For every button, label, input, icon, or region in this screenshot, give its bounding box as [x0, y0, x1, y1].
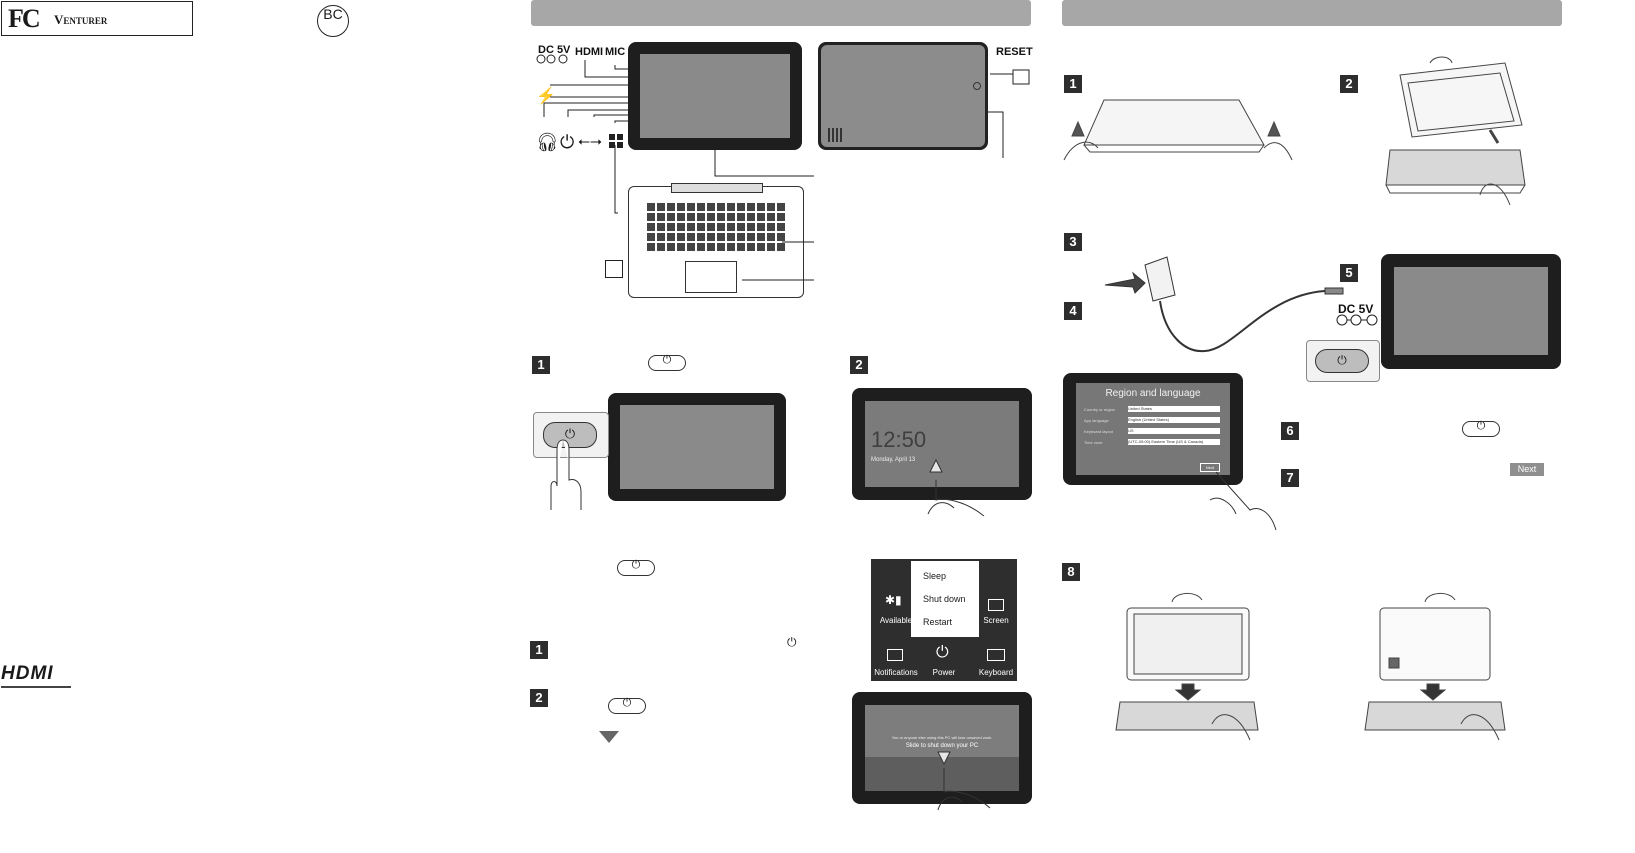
tablet-slide-to-shutdown: You or anyone else using this PC will lo…: [852, 692, 1032, 804]
dc-polarity-icon: [1336, 314, 1378, 326]
slide-warning: You or anyone else using this PC will lo…: [891, 735, 993, 740]
step-number: 2: [1340, 75, 1358, 93]
windows-icon: [609, 134, 623, 148]
tablet-region-setup: Region and language Country or region Un…: [1063, 373, 1243, 485]
charm-power-menu: Sleep Shut down Restart ✱▮ Available Scr…: [871, 559, 1017, 681]
slide-instruction[interactable]: Slide to shut down your PC: [905, 743, 979, 749]
dc-port-label: DC 5V: [538, 44, 571, 56]
headphone-icon: 🎧︎: [536, 132, 559, 152]
menu-item-sleep[interactable]: Sleep: [923, 571, 947, 581]
region-field-select[interactable]: United States: [1128, 406, 1220, 412]
bc-mark: BC: [317, 5, 349, 37]
hdmi-logo: HDMI: [1, 663, 71, 688]
tap-finger-icon: [1209, 471, 1277, 531]
step-number: 3: [1064, 233, 1082, 251]
next-button[interactable]: Next: [1510, 463, 1544, 476]
step-number: 4: [1064, 302, 1082, 320]
step-number: 1: [1064, 75, 1082, 93]
network-icon: ✱▮: [885, 593, 902, 607]
tablet-dock-illustration: [1385, 56, 1526, 206]
step-number: 2: [530, 689, 548, 707]
lock-date: Monday, April 13: [871, 457, 916, 463]
reset-callout: [987, 69, 1030, 158]
notifications-icon: [887, 649, 903, 661]
section-header-bar-left: [531, 0, 1031, 26]
power-icon[interactable]: ⏻: [936, 644, 949, 661]
step-number: 7: [1281, 469, 1299, 487]
tile-label-notifications: Notifications: [874, 668, 918, 677]
tablet-lock-screen: 12:50 Monday, April 13: [852, 388, 1032, 500]
swipe-down-finger-icon: [937, 751, 991, 811]
dc-input-label: DC 5V: [1338, 302, 1374, 316]
power-press-callout: ⏻: [533, 412, 609, 458]
tile-label-power[interactable]: Power: [932, 668, 956, 677]
region-field-label: App language: [1084, 418, 1109, 423]
tablet-charging: [1381, 254, 1561, 369]
menu-item-restart[interactable]: Restart: [923, 617, 953, 627]
region-next-button[interactable]: Next: [1200, 463, 1220, 472]
mic-label: MIC: [605, 46, 626, 58]
power-icon: ⏻: [787, 635, 797, 649]
region-field-select[interactable]: English (United States): [1128, 417, 1220, 423]
region-field-label: Keyboard layout: [1084, 429, 1113, 434]
swipe-up-finger-icon: [927, 458, 985, 517]
lock-time: 12:50: [871, 427, 927, 452]
keyboard-icon: [987, 649, 1005, 661]
step-number: 8: [1062, 563, 1080, 581]
power-menu-popup: Sleep Shut down Restart: [911, 561, 979, 637]
section-header-bar-right: [1062, 0, 1562, 26]
region-field-label: Country or region: [1084, 407, 1115, 412]
fcc-box: FC Venturer: [1, 1, 193, 36]
charger-illustration: [1104, 256, 1344, 353]
bc-label: BC: [323, 6, 343, 22]
power-press-callout: ⏻: [1306, 340, 1380, 382]
reset-label: RESET: [996, 46, 1033, 58]
hdmi-port-label: HDMI: [575, 46, 604, 58]
step-number: 2: [850, 356, 868, 374]
dock-callout-lines: [714, 150, 814, 281]
screen-icon: [988, 599, 1004, 611]
step-number: 1: [532, 356, 550, 374]
power-button-glyph: [648, 354, 686, 371]
lightning-icon: ⚡: [536, 88, 556, 105]
tile-label-screen: Screen: [983, 616, 1009, 625]
windows-key-callout: [605, 260, 623, 278]
power-button-glyph: [1462, 420, 1500, 437]
port-callout-lines: [536, 54, 628, 214]
tile-label-keyboard: Keyboard: [978, 668, 1014, 677]
region-title: Region and language: [1105, 388, 1201, 399]
finger-icon: [550, 439, 582, 510]
dock-insert-back-illustration: [1364, 593, 1506, 741]
step-number: 1: [530, 641, 548, 659]
power-button-glyph: [608, 697, 646, 714]
region-field-label: Time zone: [1084, 440, 1103, 445]
keyboard-dock: [628, 183, 804, 298]
usb-icon: ⭠⭢: [578, 133, 603, 150]
tablet-power-on: [608, 393, 786, 501]
tile-label-available: Available: [879, 616, 913, 625]
tablet-back: [818, 42, 988, 150]
step-number: 6: [1281, 422, 1299, 440]
triangle-down-icon: [599, 731, 619, 743]
menu-item-shut-down[interactable]: Shut down: [923, 594, 966, 604]
hdmi-logo-text: HDMI: [1, 663, 54, 684]
step-number: 5: [1340, 264, 1358, 282]
region-field-select[interactable]: US: [1128, 428, 1220, 434]
brand-logo: Venturer: [54, 12, 108, 27]
tablet-lift-illustration: [1063, 99, 1293, 161]
power-icon: ⏻: [560, 132, 575, 152]
dock-insert-front-illustration: [1115, 593, 1259, 741]
fcc-logo: FC: [8, 4, 41, 33]
power-button-glyph: [617, 559, 655, 576]
region-field-select[interactable]: (UTC-05:00) Eastern Time (US & Canada): [1128, 439, 1220, 445]
tablet-front: [628, 42, 802, 150]
